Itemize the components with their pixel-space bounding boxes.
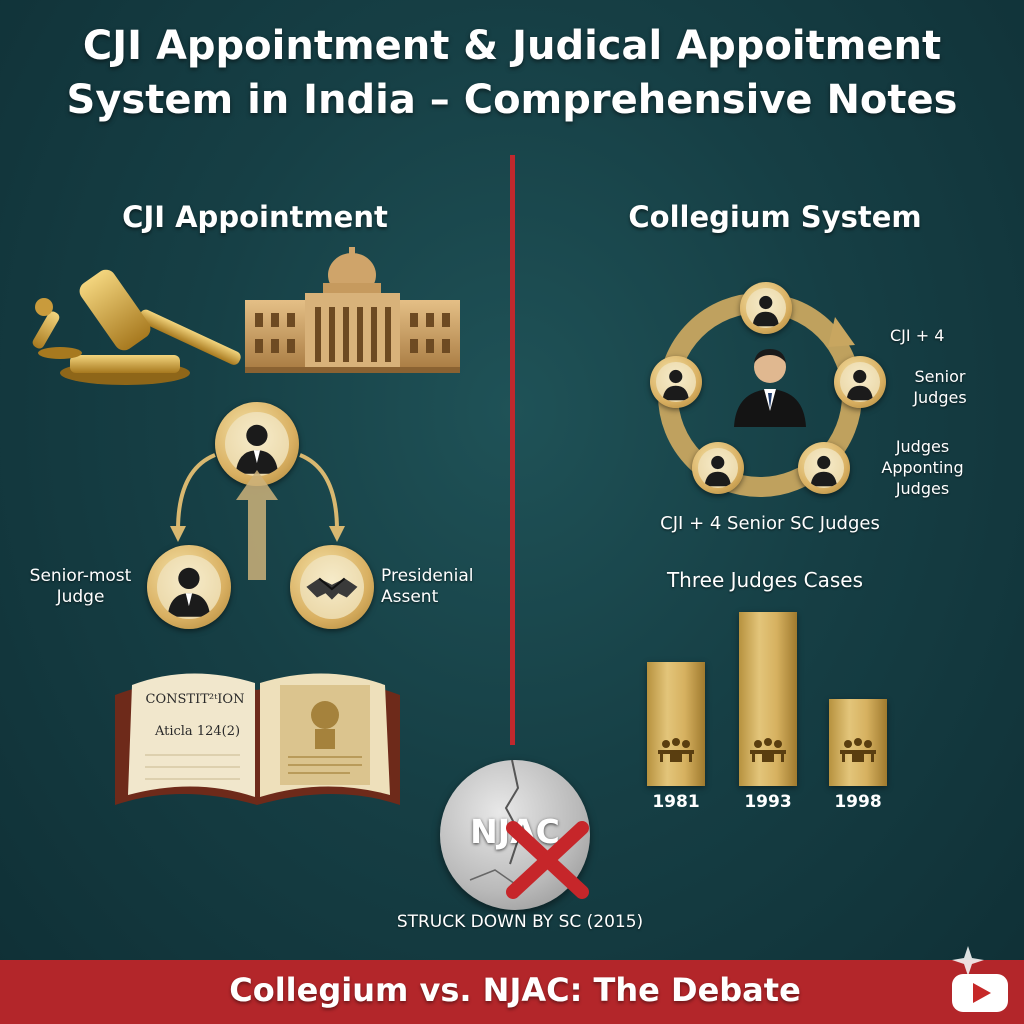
three-judges-chart: 1981 1993 1998	[620, 600, 920, 820]
collegium-judge-right	[834, 356, 886, 408]
senior-most-label: Senior-most Judge	[18, 566, 143, 608]
center-divider	[510, 155, 515, 745]
book-article: Aticla 124(2)	[154, 724, 241, 739]
senior-judges-label: Senior Judges	[895, 366, 985, 408]
judges-appointing-line3: Judges	[895, 479, 950, 498]
book-title: CONSTIT²ᵗION	[145, 692, 245, 707]
collegium-judge-left	[650, 356, 702, 408]
bottom-banner	[0, 960, 1024, 1024]
bottom-banner-text: Collegium vs. NJAC: The Debate	[229, 971, 801, 1009]
collegium-judge-top	[740, 282, 792, 334]
constitution-book-icon	[115, 673, 400, 805]
page-title-line-1: CJI Appointment & Judical Appoitment	[82, 23, 942, 69]
person-icon	[752, 296, 780, 327]
collegium-judge-bottom-right	[798, 442, 850, 494]
person-icon	[662, 370, 690, 401]
bar-label-1998: 1998	[834, 792, 882, 812]
youtube-icon[interactable]	[944, 944, 1014, 1016]
judges-appointing-line1: Judges	[895, 437, 950, 456]
bar-1981	[647, 662, 705, 786]
bar-label-1981: 1981	[652, 792, 700, 812]
crack-lines	[469, 760, 522, 887]
cji-plus-4-label: CJI + 4	[890, 326, 945, 345]
bar-label-1993: 1993	[744, 792, 792, 812]
judges-appointing-label: Judges Apponting Judges	[865, 436, 980, 499]
struck-down-caption: STRUCK DOWN BY SC (2015)	[396, 912, 644, 932]
chart-title: Three Judges Cases	[666, 568, 864, 592]
assent-medal	[290, 545, 374, 629]
collegium-judge-bottom-left	[692, 442, 744, 494]
judges-appointing-line2: Apponting	[881, 458, 964, 477]
assent-label-line2: Assent	[381, 587, 439, 607]
senior-most-label-line2: Judge	[56, 587, 105, 607]
person-icon	[167, 567, 211, 617]
page-title-line-2: System in India – Comprehensive Notes	[66, 77, 958, 123]
person-icon	[846, 370, 874, 401]
senior-most-label-line1: Senior-most	[29, 566, 132, 586]
handshake-icon	[306, 577, 358, 600]
bar-1998	[829, 699, 887, 786]
collegium-caption: CJI + 4 Senior SC Judges	[660, 513, 880, 534]
bar-1993	[739, 612, 797, 786]
gavel-icon	[32, 269, 241, 385]
presidential-assent-label: Presidenial Assent	[381, 566, 501, 608]
flow-arrows	[170, 453, 345, 580]
courtroom-icon	[840, 737, 876, 762]
courtroom-icon	[658, 738, 694, 762]
senior-judges-label-line1: Senior	[914, 367, 966, 386]
cross-icon	[506, 821, 589, 899]
cji-center-figure-icon	[734, 349, 806, 427]
parliament-building-icon	[245, 247, 460, 373]
person-icon	[810, 456, 838, 487]
assent-label-line1: Presidenial	[381, 566, 474, 586]
senior-judges-label-line2: Judges	[913, 388, 967, 407]
collegium-heading: Collegium System	[628, 200, 922, 234]
courtroom-icon	[750, 737, 786, 762]
person-icon	[704, 456, 732, 487]
person-icon	[235, 424, 279, 474]
senior-judge-medal	[147, 545, 231, 629]
cji-appointment-heading: CJI Appointment	[122, 200, 388, 234]
